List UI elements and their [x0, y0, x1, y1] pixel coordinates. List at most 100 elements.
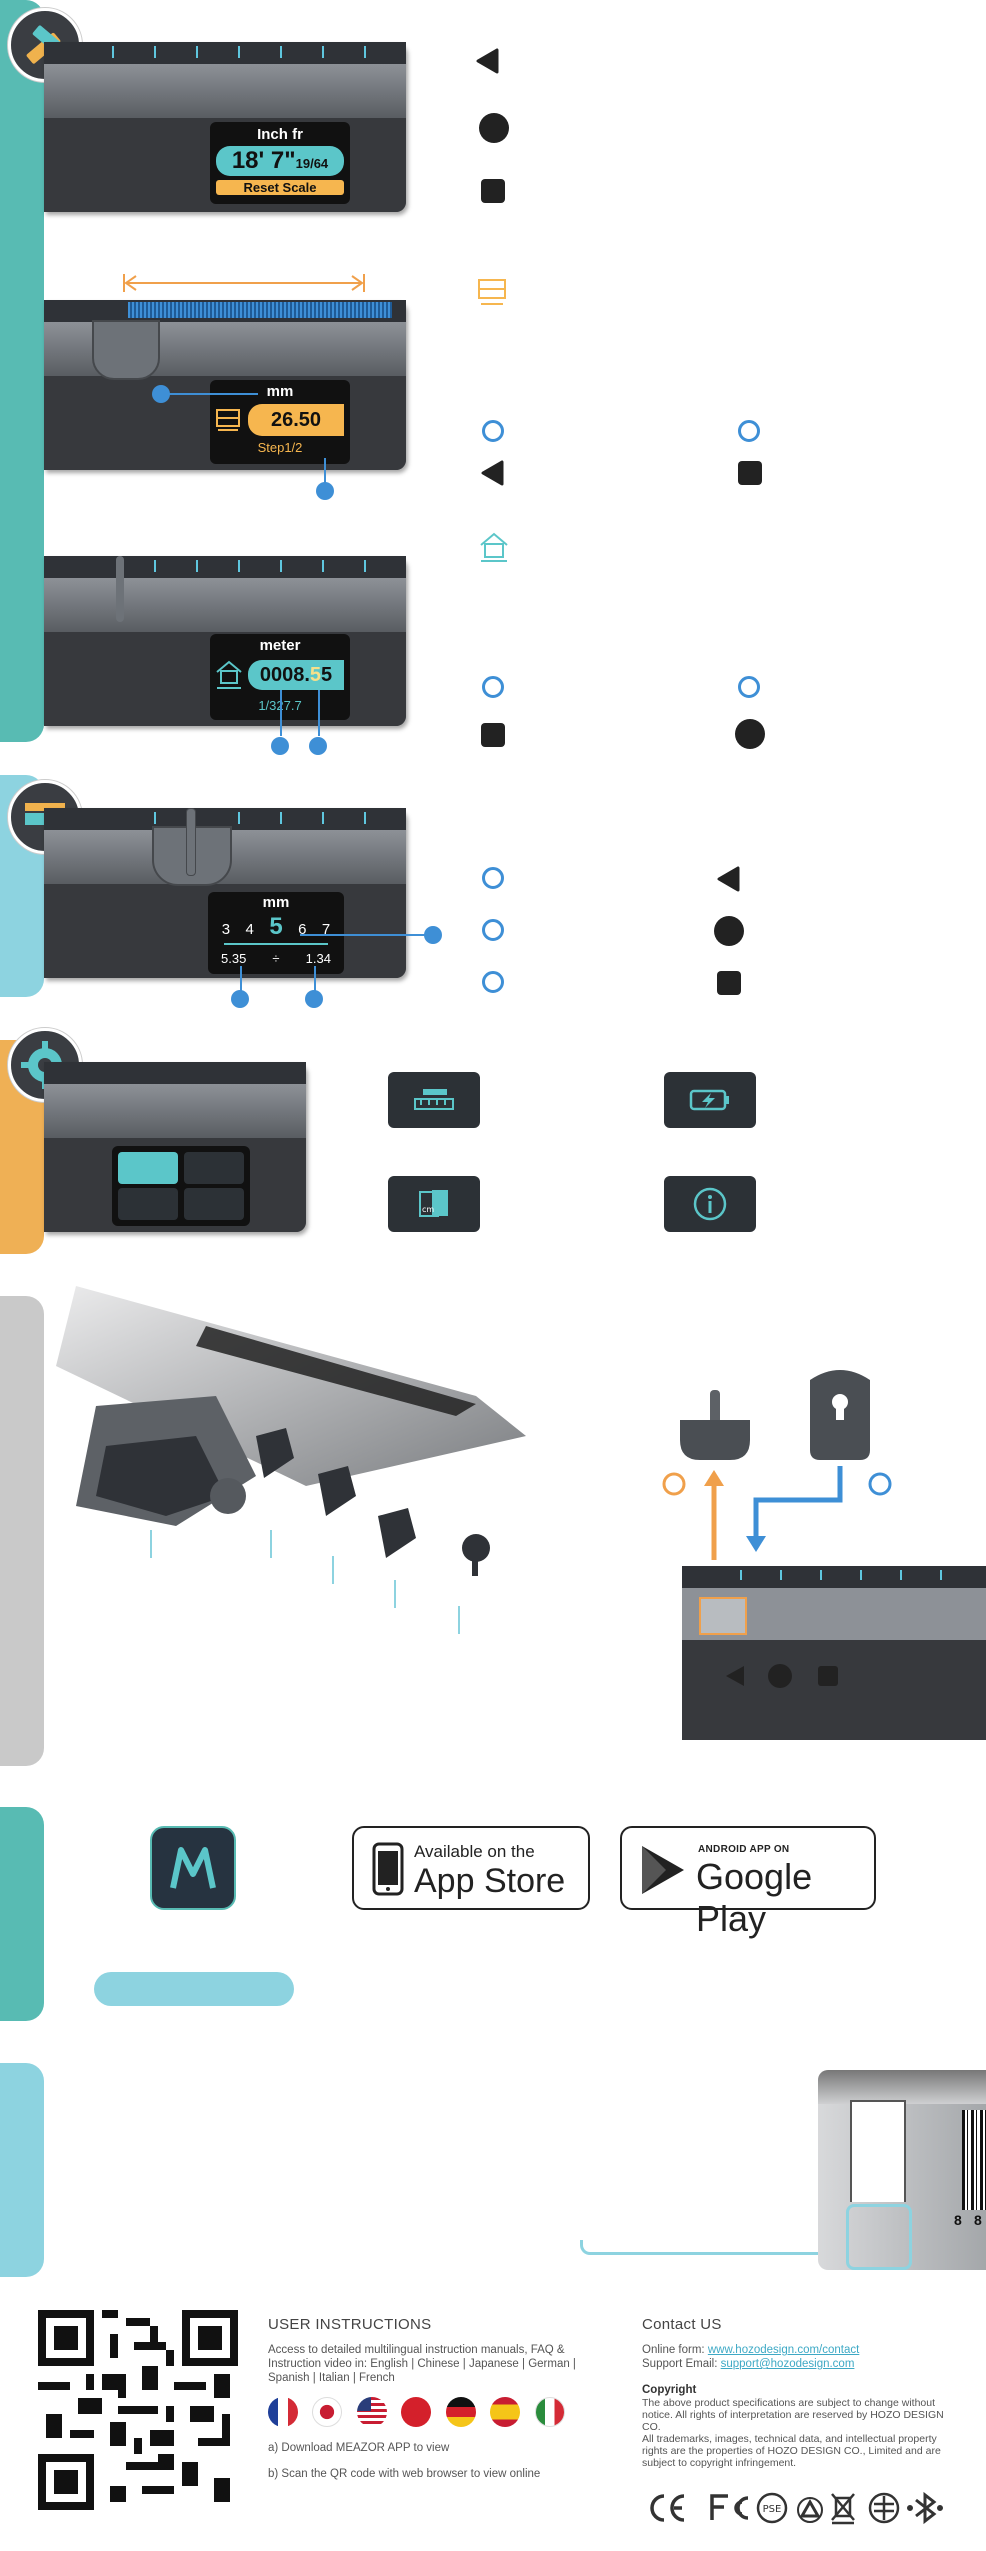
- callout-line: [324, 458, 326, 488]
- tile-calibrate[interactable]: [118, 1152, 178, 1184]
- leader-line: [270, 1530, 272, 1558]
- flag-usa-icon: [356, 2397, 387, 2427]
- calibrate-tile: [388, 1072, 480, 1128]
- screen-value: 0008.: [259, 664, 310, 686]
- screen-step: Step1/2: [257, 440, 303, 455]
- callout-ring: [482, 971, 504, 993]
- pse-mark-icon: PSE: [756, 2492, 788, 2524]
- device-screen-4: mm 3 4 5 6 7 5.35 ÷ 1.34: [208, 892, 344, 974]
- screen-value-end: 5: [321, 664, 333, 686]
- tile-battery[interactable]: [184, 1152, 244, 1184]
- recycle-mark-icon: [797, 2497, 823, 2523]
- stair-measure-icon: [216, 409, 240, 431]
- step-b: b) Scan the QR code with web browser to …: [268, 2468, 541, 2480]
- contact-us: Contact US Online form: www.hozodesign.c…: [642, 2316, 964, 2469]
- circle-button-icon: [714, 916, 744, 946]
- user-instructions: USER INSTRUCTIONS Access to detailed mul…: [268, 2316, 618, 2481]
- scale-value-right: 1.34: [305, 951, 331, 966]
- battery-tile: [664, 1072, 756, 1128]
- reset-scale-button[interactable]: Reset Scale: [216, 180, 344, 195]
- callout-ring: [738, 420, 760, 442]
- flag-italy-icon: [534, 2397, 565, 2427]
- callout-dot: [309, 737, 327, 755]
- house-scale-icon: [480, 532, 508, 562]
- language-flags: [268, 2397, 618, 2427]
- unit-tile: cm: [388, 1176, 480, 1232]
- section-tab-accessories: [0, 1296, 44, 1766]
- phone-icon: [372, 1842, 404, 1896]
- callout-dot: [316, 482, 334, 500]
- screen-value-highlight: 5: [309, 664, 322, 686]
- callout-ring: [482, 420, 504, 442]
- device-screen-1: Inch fr 18' 7"19/64 Reset Scale: [210, 122, 350, 204]
- scale-value-left: 5.35: [221, 951, 247, 966]
- calibrate-icon: [414, 1089, 454, 1110]
- support-email-link[interactable]: support@hozodesign.com: [720, 2358, 855, 2370]
- attachment-swap-diagram: [662, 1370, 986, 1740]
- step-a: a) Download MEAZOR APP to view: [268, 2442, 450, 2454]
- copyright-text: The above product specifications are sub…: [642, 2397, 944, 2433]
- callout-ring: [738, 676, 760, 698]
- callout-dot: [271, 737, 289, 755]
- google-play-big: Google Play: [696, 1856, 813, 1939]
- tile-info[interactable]: [184, 1188, 244, 1220]
- screen-unit: meter: [259, 637, 301, 654]
- flag-france-icon: [268, 2397, 298, 2427]
- trademark-text: All trademarks, images, technical data, …: [642, 2433, 941, 2469]
- flag-china-icon: [401, 2397, 432, 2427]
- section-tab-extra: [0, 2063, 44, 2277]
- callout-dot: [305, 990, 323, 1008]
- svg-text:cm: cm: [422, 1205, 434, 1214]
- screen-value: 18' 7": [231, 147, 296, 174]
- meazor-app-icon[interactable]: [150, 1826, 236, 1910]
- screen-unit: Inch fr: [257, 126, 303, 143]
- callout-ring: [482, 919, 504, 941]
- callout-line: [168, 393, 258, 395]
- callout-line: [280, 690, 282, 736]
- info-tile: [664, 1176, 756, 1232]
- dimension-arrow: [123, 274, 365, 292]
- left-triangle-icon: [476, 48, 499, 74]
- online-form-label: Online form:: [642, 2344, 708, 2356]
- play-icon: [642, 1846, 684, 1894]
- flag-japan-icon: [312, 2397, 343, 2427]
- settings-screen: [112, 1146, 250, 1226]
- qr-code: [38, 2310, 238, 2510]
- bluetooth-icon: [907, 2491, 943, 2525]
- leader-line: [580, 2240, 905, 2255]
- callout-line: [314, 966, 316, 994]
- callout-line: [318, 690, 320, 736]
- left-triangle-icon: [481, 460, 504, 486]
- leader-line: [458, 1606, 460, 1634]
- leader-line: [150, 1530, 152, 1558]
- square-button-icon: [481, 723, 505, 747]
- leader-line: [332, 1556, 334, 1584]
- google-play-small: ANDROID APP ON: [698, 1844, 790, 1855]
- svg-text:PSE: PSE: [763, 2504, 782, 2515]
- scale-digit: 4: [245, 921, 254, 938]
- callout-line: [300, 934, 426, 936]
- ruler-corner-illustration: 8 8: [818, 2070, 986, 2270]
- instructions-text: Access to detailed multilingual instruct…: [268, 2344, 576, 2384]
- screen-fraction: 19/64: [295, 156, 329, 171]
- accessories-illustration: [56, 1286, 526, 1576]
- contact-title: Contact US: [642, 2316, 722, 2333]
- online-form-link[interactable]: www.hozodesign.com/contact: [707, 2344, 860, 2356]
- app-store-badge[interactable]: Available on the App Store: [352, 1826, 590, 1910]
- device-screen-3: meter 0008.55 1/327.7: [210, 634, 350, 720]
- google-play-badge[interactable]: ANDROID APP ON Google Play: [620, 1826, 876, 1939]
- callout-dot: [424, 926, 442, 944]
- section-tab-measure: [0, 0, 44, 742]
- battery-icon: [689, 1089, 729, 1111]
- device-screen-2: mm 26.50 Step1/2: [210, 380, 350, 464]
- unit-switch-icon: cm: [419, 1190, 448, 1217]
- callout-ring: [482, 676, 504, 698]
- circle-button-icon: [479, 113, 509, 143]
- square-button-icon: [717, 971, 741, 995]
- certification-marks: PSE: [650, 2491, 943, 2525]
- circle-button-icon: [735, 719, 765, 749]
- ce-mark-icon: [650, 2494, 685, 2522]
- instructions-title: USER INSTRUCTIONS: [268, 2316, 432, 2333]
- tile-unit[interactable]: [118, 1188, 178, 1220]
- leader-line: [394, 1580, 396, 1608]
